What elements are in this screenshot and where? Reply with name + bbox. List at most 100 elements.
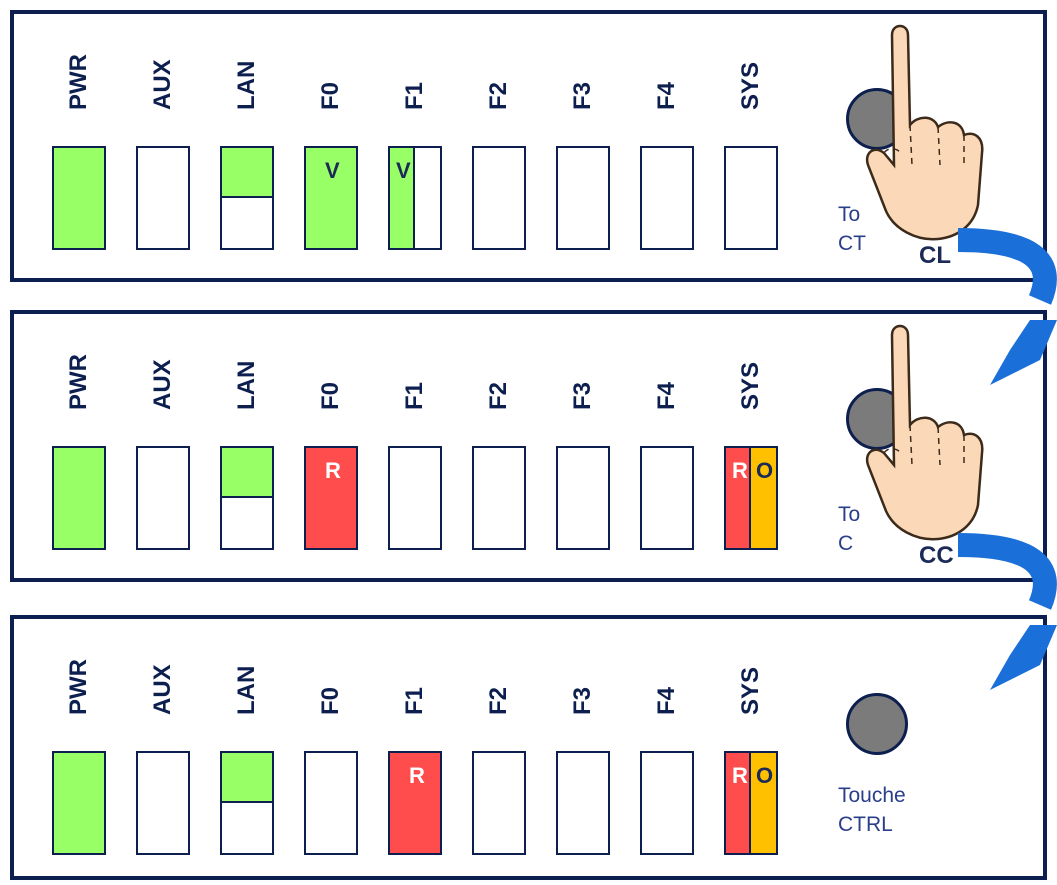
led-label-text: LAN: [233, 60, 260, 110]
led-label-text: PWR: [65, 659, 92, 715]
led-label: F1: [395, 663, 435, 743]
caption-part-2: C: [838, 532, 854, 555]
led-lan: [220, 146, 274, 250]
led-label-text: F4: [653, 686, 680, 715]
pointing-hand-icon: [865, 324, 984, 541]
led-label: F0: [311, 58, 351, 138]
led-label-text: AUX: [149, 664, 176, 715]
led-f2: [472, 751, 526, 855]
led-label: F4: [647, 663, 687, 743]
led-letter: R: [732, 763, 748, 788]
led-label: PWR: [59, 659, 99, 743]
pointing-hand-icon: [865, 24, 984, 241]
led-f3: [556, 146, 610, 250]
led-label-text: SYS: [737, 666, 764, 715]
led-aux: [136, 146, 190, 250]
led-label: AUX: [143, 358, 183, 438]
led-label: SYS: [731, 663, 771, 743]
led-label-text: F0: [317, 81, 344, 110]
led-f4: [640, 446, 694, 550]
led-letter: R: [732, 458, 748, 483]
hand-label: CC: [919, 542, 954, 569]
led-label: AUX: [143, 58, 183, 138]
led-label-text: F2: [485, 686, 512, 715]
led-label: PWR: [59, 54, 99, 138]
led-label: F3: [563, 358, 603, 438]
hand-label: CL: [919, 242, 951, 269]
led-label-text: SYS: [737, 361, 764, 410]
led-label-text: F3: [569, 686, 596, 715]
led-label-text: LAN: [233, 665, 260, 715]
led-pwr: [52, 751, 106, 855]
led-f2: [472, 146, 526, 250]
led-segment-red: [726, 753, 751, 853]
led-pwr: [52, 446, 106, 550]
led-label-text: PWR: [65, 54, 92, 110]
led-label: F0: [311, 358, 351, 438]
led-label-text: PWR: [65, 354, 92, 410]
led-label: F1: [395, 58, 435, 138]
led-label-text: SYS: [737, 61, 764, 110]
led-segment: [222, 448, 272, 498]
led-f0: [304, 751, 358, 855]
led-label-text: F3: [569, 381, 596, 410]
led-segment: [390, 148, 415, 248]
led-label: F4: [647, 358, 687, 438]
ctrl-button[interactable]: [846, 693, 908, 755]
led-label: F3: [563, 663, 603, 743]
led-letter-2: O: [756, 763, 774, 788]
led-label: F1: [395, 358, 435, 438]
led-letter: R: [325, 458, 341, 483]
led-pwr: [52, 146, 106, 250]
led-letter: V: [396, 158, 411, 183]
led-letter-2: O: [756, 458, 774, 483]
caption-part-1: To: [838, 203, 861, 226]
led-aux: [136, 751, 190, 855]
led-segment: [222, 148, 272, 198]
led-label-text: F4: [653, 381, 680, 410]
led-label-text: F0: [317, 686, 344, 715]
led-lan: [220, 446, 274, 550]
led-f3: [556, 446, 610, 550]
ctrl-caption-line1: Touche: [838, 784, 906, 807]
led-label-text: F1: [401, 381, 428, 410]
led-label: LAN: [227, 58, 267, 138]
led-label-text: F3: [569, 81, 596, 110]
led-label: PWR: [59, 354, 99, 438]
led-label: AUX: [143, 663, 183, 743]
led-label: F2: [479, 663, 519, 743]
led-label-text: LAN: [233, 360, 260, 410]
led-f1: [388, 446, 442, 550]
led-letter: R: [409, 763, 425, 788]
led-f2: [472, 446, 526, 550]
led-f1: R: [388, 751, 442, 855]
led-label-text: F1: [401, 81, 428, 110]
led-f1: V: [388, 146, 442, 250]
led-f0: V: [304, 146, 358, 250]
led-segment-red: [726, 448, 751, 548]
led-lan: [220, 751, 274, 855]
led-letter: V: [325, 158, 340, 183]
led-label: F2: [479, 358, 519, 438]
led-label-text: F2: [485, 81, 512, 110]
led-label-text: AUX: [149, 59, 176, 110]
led-label-text: F0: [317, 381, 344, 410]
led-segment-orange: [751, 753, 776, 853]
led-label: SYS: [731, 358, 771, 438]
led-label-text: F1: [401, 686, 428, 715]
led-label: F4: [647, 58, 687, 138]
led-segment: [222, 753, 272, 803]
led-segment-orange: [751, 448, 776, 548]
led-label: F2: [479, 58, 519, 138]
led-aux: [136, 446, 190, 550]
led-label: LAN: [227, 663, 267, 743]
led-f4: [640, 751, 694, 855]
led-f4: [640, 146, 694, 250]
